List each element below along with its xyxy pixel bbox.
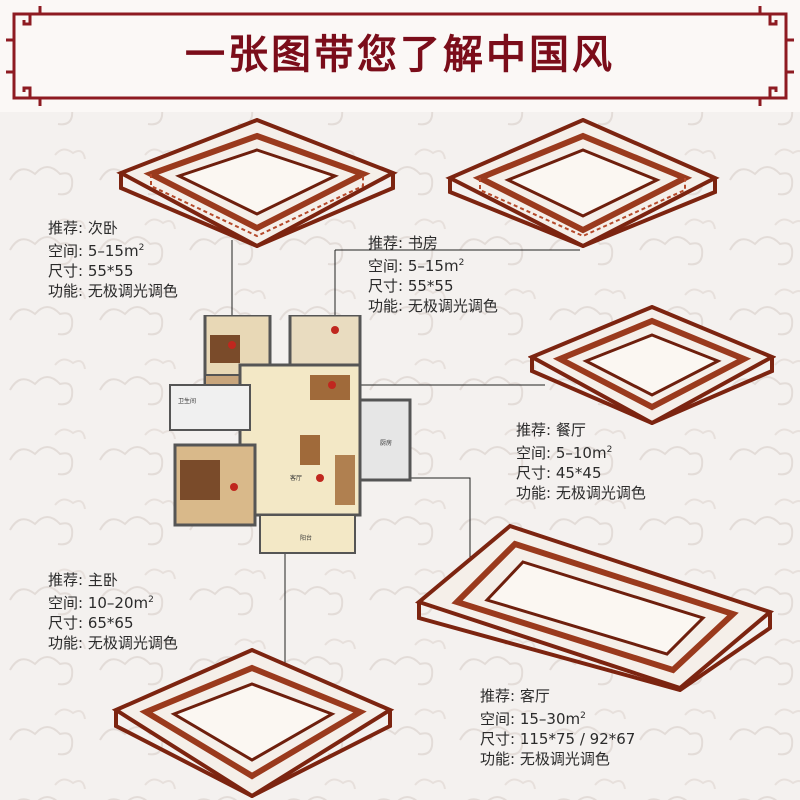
plan-label-living: 客厅 [290,474,302,482]
room-balcony [259,514,356,554]
ceiling-lamp-study [445,118,720,248]
info-bedroom2: 推荐: 次卧 空间: 5–15m2 尺寸: 55*55 功能: 无极调光调色 [48,219,178,300]
ceiling-lamp-bedroom2 [116,118,398,248]
ceiling-lamp-dining [528,305,776,425]
plan-label-kitchen: 厨房 [380,439,392,447]
plan-label-bath: 卫生间 [178,397,196,405]
banner-frame [0,0,800,112]
room-kitchen [358,398,412,482]
floor-plan: 卫生间 厨房 阳台 客厅 [169,315,412,554]
info-master: 推荐: 主卧 空间: 10–20m2 尺寸: 65*65 功能: 无极调光调色 [48,571,178,652]
ceiling-lamp-master [111,648,395,798]
info-dining: 推荐: 餐厅 空间: 5–10m2 尺寸: 45*45 功能: 无极调光调色 [516,421,646,502]
room-bath [169,384,251,431]
info-living: 推荐: 客厅 空间: 15–30m2 尺寸: 115*75 / 92*67 功能… [480,687,636,768]
page-title: 一张图带您了解中国风 [185,31,615,78]
ceiling-lamp-living [415,523,775,692]
room-study [288,315,362,367]
header-banner: 一张图带您了解中国风 [0,0,800,112]
info-study: 推荐: 书房 空间: 5–15m2 尺寸: 55*55 功能: 无极调光调色 [368,234,498,315]
plan-label-balcony: 阳台 [300,534,312,542]
